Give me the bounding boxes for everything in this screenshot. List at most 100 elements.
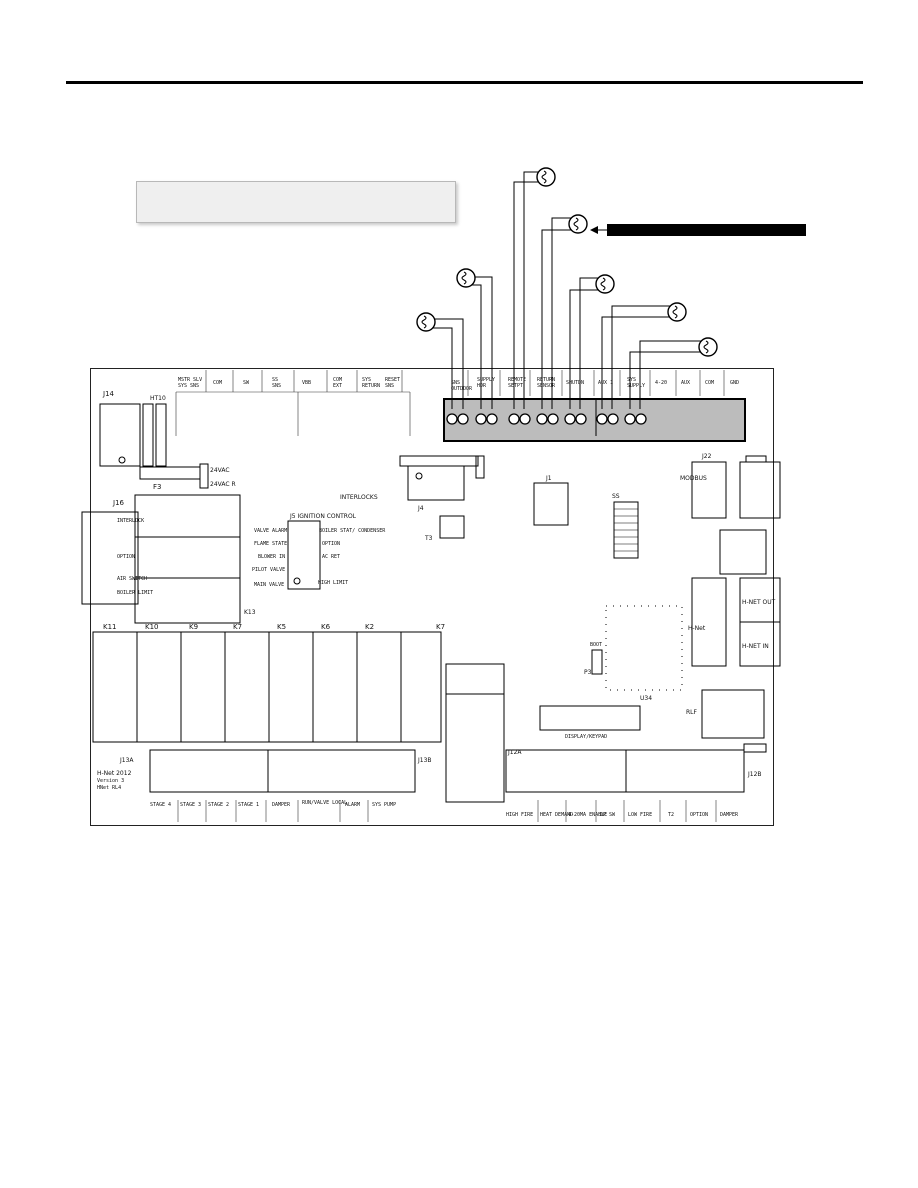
svg-text:4-20: 4-20 [655,380,667,386]
bottom-syspump: SYS PUMP [372,802,396,808]
svg-text:SUPPLY: SUPPLY [627,383,645,389]
j16-label: J16 [112,499,125,507]
version-line-3: HNet RL4 [97,785,121,791]
svg-text:SNS: SNS [451,380,460,386]
bottom-stage1: STAGE 1 [238,802,259,808]
j1-label: J1 [545,475,552,482]
hnet-out-label: H-NET OUT [742,599,776,606]
callout-box [136,181,456,223]
bottom-runvalve: RUN/VALVE LOCAL [302,800,347,806]
terminal-strip [443,398,746,442]
svg-text:SYS SNS: SYS SNS [178,383,199,389]
relay-k7b: K7 [436,623,445,631]
svg-text:COM: COM [705,380,714,386]
j13b-label: J13B [417,757,432,764]
svg-text:MSTR SLV: MSTR SLV [178,377,202,383]
svg-text:SYS: SYS [362,377,371,383]
ht10-label: HT10 [150,395,166,402]
display-label: DISPLAY/KEYPAD [565,734,607,740]
side-air: AIR SWITCH [117,576,147,582]
ign-right-0: BOILER STAT/ CONDENSER [319,528,386,534]
svg-text:GND: GND [730,380,739,386]
svg-text:AUX: AUX [681,380,690,386]
svg-text:SETPT: SETPT [508,383,523,389]
bottom-alarm: ALARM [345,802,360,808]
relay-k7a: K7 [233,623,242,631]
k13-label: K13 [244,609,256,616]
svg-text:SUPPLY: SUPPLY [477,377,495,383]
bottom-heatdemand: HEAT DEMAND [540,812,573,818]
j14-label: J14 [102,390,115,398]
ign-left-3: PILOT VALVE [252,567,285,573]
ss-label: SS [612,493,620,500]
control-board [90,368,774,826]
modbus-label: MODBUS [680,475,707,482]
ign-left-2: BLOWER IN [258,554,285,560]
svg-text:EXT: EXT [333,383,342,389]
interlocks-label: INTERLOCKS [340,494,378,501]
side-limit: BOILER LIMIT [117,590,153,596]
bottom-dpsw: DP SW [600,812,616,818]
bottom-420: 4-20MA ENABLE [568,812,607,818]
bottom-damper: DAMPER [272,802,291,808]
sensor-wires [428,171,708,409]
version-line-2: Version 3 [97,778,124,784]
svg-text:SNS: SNS [272,383,281,389]
relay-k9: K9 [189,623,198,631]
svg-text:RETURN: RETURN [537,377,555,383]
ign-right-1: OPTION [322,541,340,547]
ign-left-4: MAIN VALVE [254,582,284,588]
svg-text:AUX 1: AUX 1 [598,380,613,386]
side-option: OPTION [117,554,135,560]
relay-k2: K2 [365,623,374,631]
bottom-stage2: STAGE 2 [208,802,229,808]
terminal-screws [446,413,647,425]
j12b-label: J12B [747,771,762,778]
j22-label: J22 [701,453,712,460]
bottom-damper-r: DAMPER [720,812,739,818]
svg-text:COM: COM [333,377,342,383]
svg-text:SHUTDN: SHUTDN [566,380,584,386]
svg-text:SS: SS [272,377,278,383]
bottom-lowfire: LOW FIRE [628,812,652,818]
relay-k10: K10 [145,623,159,631]
j14-24vacr: 24VAC R [210,481,236,488]
version-line-1: H-Net 2012 [97,770,132,777]
bottom-t2: T2 [668,812,674,818]
p3-label: P3 [584,669,592,676]
svg-text:OUTDOOR: OUTDOOR [451,386,473,392]
svg-text:RETURN: RETURN [362,383,380,389]
svg-text:SNS: SNS [385,383,394,389]
ign-right-3: HIGH LIMIT [318,580,348,586]
t3-label: T3 [424,535,433,542]
svg-text:RESET: RESET [385,377,400,383]
bottom-option: OPTION [690,812,708,818]
hnet-label: H-Net [688,625,706,632]
j13a-label: J13A [119,757,134,764]
relay-k6: K6 [321,623,331,631]
ign-left-0: VALVE ALARM [254,528,287,534]
svg-text:HDR: HDR [477,383,487,389]
ignition-title: J5 IGNITION CONTROL [289,513,357,520]
j4-label: J4 [417,505,424,512]
hnet-in-label: H-NET IN [742,643,769,650]
svg-text:VBB: VBB [302,380,311,386]
svg-text:SW: SW [243,380,250,386]
svg-text:SYS: SYS [627,377,636,383]
boot-label: BOOT [590,642,602,648]
bottom-highfire: HIGH FIRE [506,812,533,818]
relay-k11: K11 [103,623,117,631]
svg-text:COM: COM [213,380,222,386]
bottom-stage4: STAGE 4 [150,802,171,808]
svg-text:REMOTE: REMOTE [508,377,526,383]
j14-24vac: 24VAC [210,467,230,474]
sensor-icons [416,167,718,357]
u34-label: U34 [640,695,652,702]
relay-k5: K5 [277,623,286,631]
j12a-label: J12A [507,749,522,756]
rlf-label: RLF [686,709,698,716]
f3-label: F3 [153,483,161,491]
side-interlock: INTERLOCK [117,518,144,524]
bottom-stage3: STAGE 3 [180,802,201,808]
